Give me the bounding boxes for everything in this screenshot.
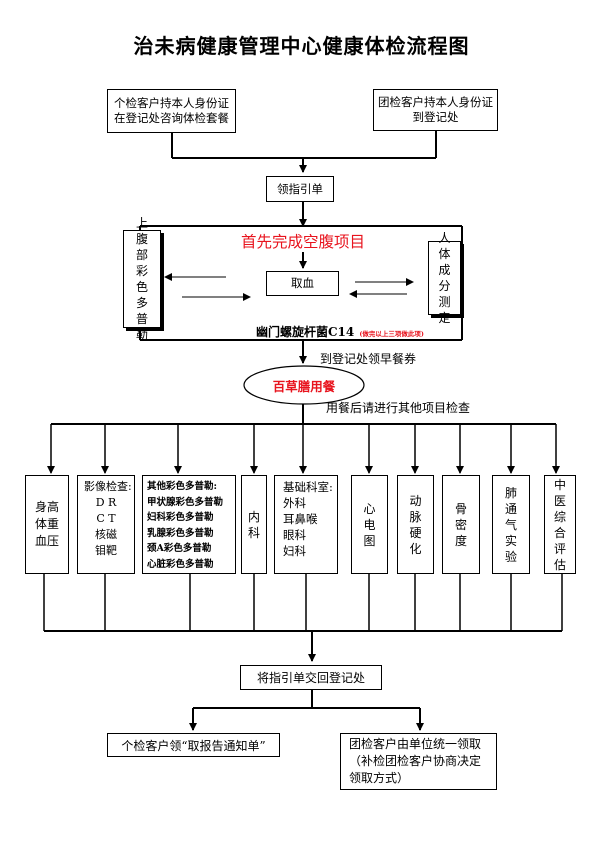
ecg-box: 心电图 [351,475,388,574]
cardiac-doppler-label: 心脏彩色多普勒 [147,558,214,570]
basic-measurements-box: 身高 体重 血压 [25,475,69,574]
basic-departments-heading: 基础科室: [283,480,333,494]
individual-checkin-line-2: 在登记处咨询体检套餐 [114,111,229,125]
imaging-box: 影像检查: D R C T 核磁 钼靶 [77,475,135,574]
group-report-line-2: （补检团检客户协商决定 [349,754,482,768]
c14-note: (做完以上三项做此项) [359,330,425,338]
lung-function-box: 肺通气实验 [492,475,530,574]
c14-label: 幽门螺旋杆菌C14 [256,325,355,339]
group-checkin-line-2: 到登记处 [412,110,459,124]
group-report-line-3: 领取方式） [349,771,410,785]
individual-report-label: 个检客户领“取报告通知单” [121,738,266,753]
dr-label: D R [95,496,117,509]
individual-checkin-line-1: 个检客户持本人身份证 [114,96,229,110]
basic-departments-box: 基础科室: 外科 耳鼻喉 眼科 妇科 [274,475,338,574]
internal-medicine-label: 内科 [247,509,260,540]
lung-function-label: 肺通气实验 [504,485,517,564]
bone-density-box: 骨密度 [442,475,480,574]
carotid-doppler-label: 颈A彩色多普勒 [147,543,212,554]
group-checkin-line-1: 团检客户持本人身份证 [378,95,493,109]
individual-report-box: 个检客户领“取报告通知单” [107,733,280,757]
imaging-heading: 影像检查: [84,480,132,493]
fasting-heading: 首先完成空腹项目 [240,233,365,251]
height-label: 身高 [34,500,59,514]
thyroid-doppler-label: 甲状腺彩色多普勒 [147,496,224,508]
blood-pressure-label: 血压 [34,534,59,548]
upper-abdomen-doppler-label: 上腹部彩色多普勒 [135,216,148,342]
breakfast-coupon-label: 到登记处领早餐券 [320,352,417,366]
group-checkin-box: 团检客户持本人身份证 到登记处 [373,89,498,131]
mammography-label: 钼靶 [95,544,117,557]
internal-medicine-box: 内科 [241,475,267,574]
doppler-heading: 其他彩色多普勒: [147,481,218,492]
ent-label: 耳鼻喉 [283,512,318,526]
individual-checkin-box: 个检客户持本人身份证 在登记处咨询体检套餐 [107,89,236,133]
return-form-label: 将指引单交回登记处 [256,671,365,685]
guide-form-box: 领指引单 [266,176,334,202]
return-form-box: 将指引单交回登记处 [240,665,382,690]
group-report-line-1: 团检客户由单位统一领取 [349,737,482,751]
meal-label: 百草膳用餐 [272,378,336,394]
guide-form-label: 领指引单 [277,181,323,196]
arterial-stiffness-label: 动脉硬化 [409,493,422,556]
other-doppler-box: 其他彩色多普勒: 甲状腺彩色多普勒 妇科彩色多普勒 乳腺彩色多普勒 颈A彩色多普… [142,475,236,574]
bone-density-label: 骨密度 [454,501,467,548]
body-composition-box: 人体成分测定 [428,231,461,325]
weight-label: 体重 [34,517,59,531]
ophthalmology-label: 眼科 [283,528,306,542]
ct-label: C T [96,512,116,525]
blood-draw-label: 取血 [291,276,314,290]
gynecology-label: 妇科 [283,544,306,558]
tcm-assessment-label: 中医综合评估 [553,477,566,572]
upper-abdomen-doppler-box: 上腹部彩色多普勒 [123,216,161,342]
group-report-box: 团检客户由单位统一领取 （补检团检客户协商决定 领取方式） [340,733,497,790]
c14-test: 幽门螺旋杆菌C14 (做完以上三项做此项) [256,321,424,340]
body-composition-label: 人体成分测定 [438,231,451,325]
ecg-label: 心电图 [363,501,376,548]
blood-draw-box: 取血 [266,271,339,296]
tcm-assessment-box: 中医综合评估 [544,475,576,574]
after-meal-label: 用餐后请进行其他项目检查 [326,401,471,415]
surgery-label: 外科 [283,496,306,510]
gynecology-doppler-label: 妇科彩色多普勒 [147,512,214,523]
breast-doppler-label: 乳腺彩色多普勒 [147,527,214,539]
arterial-stiffness-box: 动脉硬化 [397,475,434,574]
page-title: 治未病健康管理中心健康体检流程图 [133,34,470,58]
mri-label: 核磁 [95,528,117,541]
